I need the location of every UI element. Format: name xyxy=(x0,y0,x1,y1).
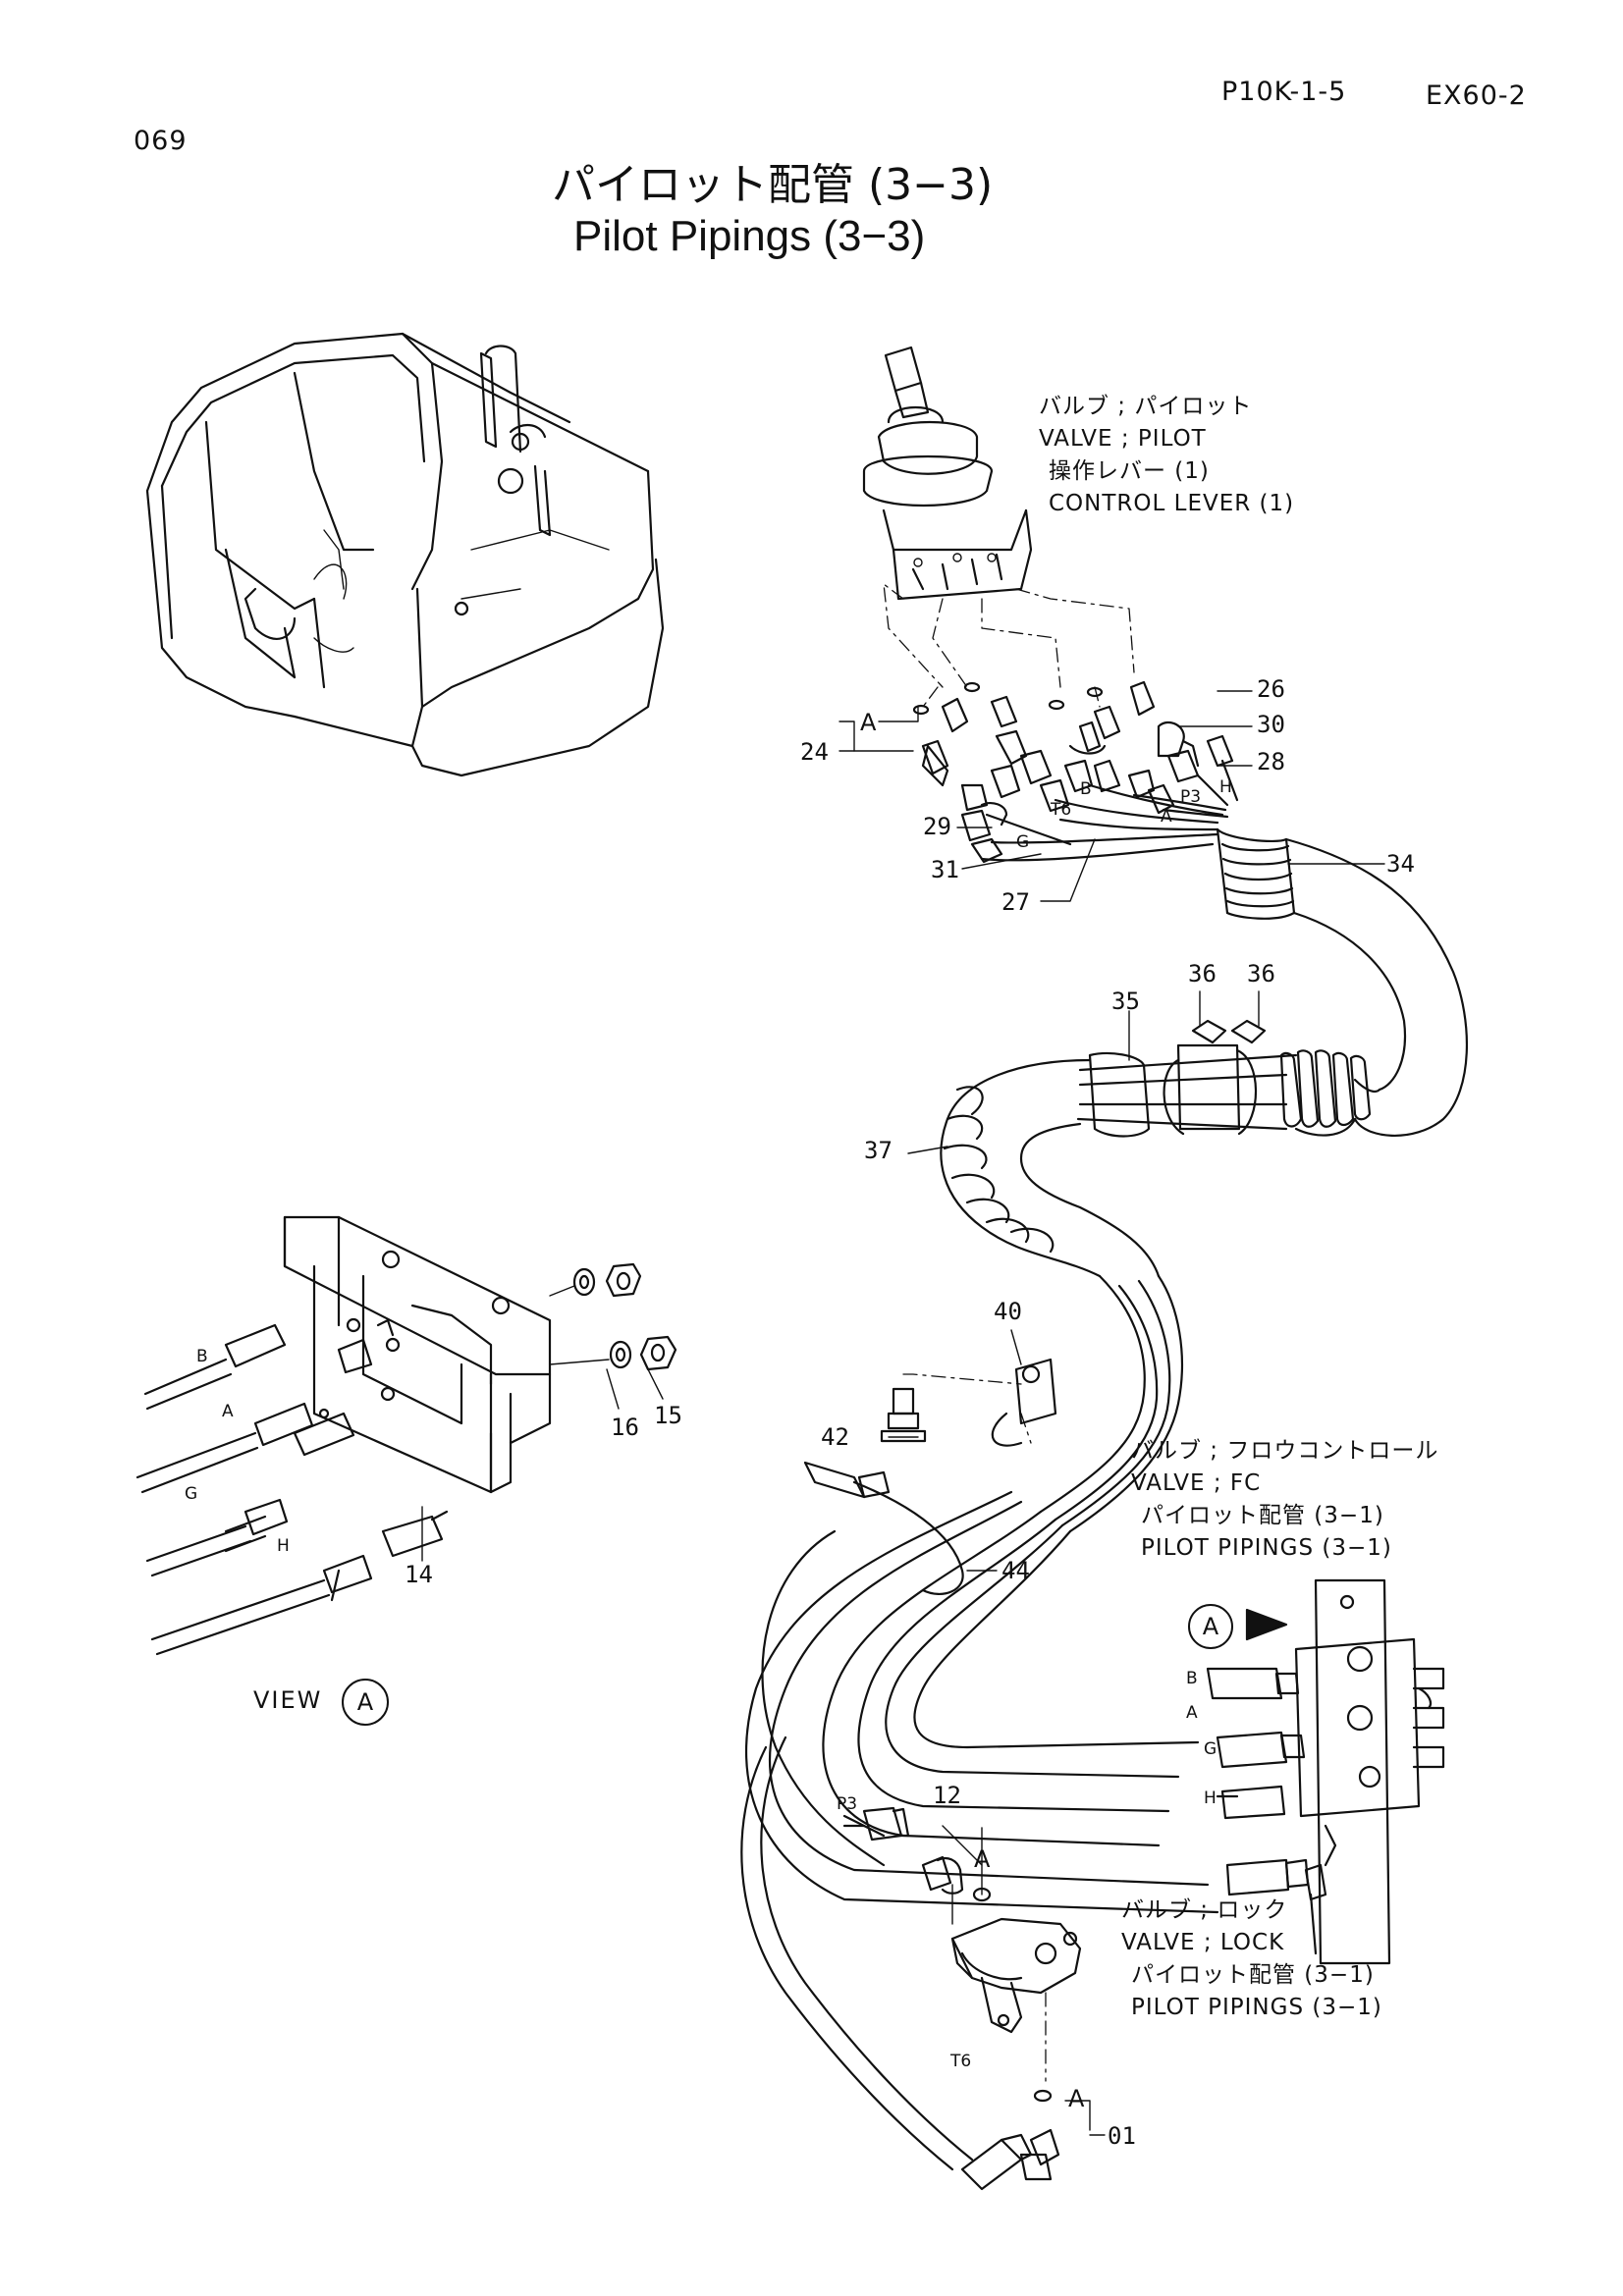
label-fc-g: G xyxy=(1204,1739,1217,1759)
fc-valve-ref-en: PILOT PIPINGS (3−1) xyxy=(1141,1535,1392,1561)
callout-15: 15 xyxy=(654,1402,682,1429)
callout-42: 42 xyxy=(821,1423,849,1451)
view-a-detail xyxy=(135,1215,677,1656)
label-view-a: A xyxy=(222,1402,234,1421)
fc-valve-drawing xyxy=(1206,1578,1445,1965)
page-number: 069 xyxy=(134,126,188,156)
label-view-h: H xyxy=(277,1536,290,1556)
callout-16: 16 xyxy=(611,1414,639,1441)
fc-arrow-letter-circle: A xyxy=(1188,1604,1233,1649)
callout-01: 01 xyxy=(1108,2122,1136,2150)
excavator-cab-sketch xyxy=(145,332,665,777)
pilot-valve-jp: バルブ ; パイロット xyxy=(1039,394,1253,419)
lock-valve-drawing xyxy=(842,1806,1091,2191)
pilot-valve-ref-en: CONTROL LEVER (1) xyxy=(1049,491,1295,516)
label-top-g: G xyxy=(1016,832,1030,852)
lock-valve-ref-en: PILOT PIPINGS (3−1) xyxy=(1131,1995,1382,2020)
title-english: Pilot Pipings (3−3) xyxy=(573,212,926,260)
title-japanese: パイロット配管 (3−3) xyxy=(552,160,994,210)
view-letter-circle: A xyxy=(342,1679,389,1726)
label-lock-p3: P3 xyxy=(837,1794,858,1814)
callout-30: 30 xyxy=(1257,711,1285,738)
pilot-valve-fittings xyxy=(912,680,1239,864)
callout-40: 40 xyxy=(994,1298,1022,1325)
callout-27: 27 xyxy=(1001,888,1030,916)
label-top-a: A xyxy=(860,709,877,736)
model-number: EX60-2 xyxy=(1426,80,1527,111)
callout-12: 12 xyxy=(933,1782,961,1809)
page-code: P10K-1-5 xyxy=(1221,77,1347,107)
label-top-a2: A xyxy=(1161,807,1172,827)
label-fc-a: A xyxy=(1186,1703,1198,1723)
label-top-p3: P3 xyxy=(1180,787,1202,807)
callout-35: 35 xyxy=(1111,988,1140,1015)
fc-valve-note: バルブ ; フロウコントロール VALVE ; FC パイロット配管 (3−1)… xyxy=(1131,1435,1438,1565)
label-lock-a2: A xyxy=(1068,2085,1085,2112)
callout-28: 28 xyxy=(1257,748,1285,775)
label-fc-h: H xyxy=(1204,1789,1217,1808)
callout-24: 24 xyxy=(800,738,829,766)
label-lock-a: A xyxy=(974,1845,991,1873)
fc-valve-en: VALVE ; FC xyxy=(1131,1470,1262,1496)
callout-29: 29 xyxy=(923,813,951,840)
lock-valve-note: バルブ ; ロック VALVE ; LOCK パイロット配管 (3−1) PIL… xyxy=(1121,1895,1382,2024)
callout-37: 37 xyxy=(864,1137,893,1164)
pilot-valve-drawing xyxy=(862,346,1135,708)
fc-valve-ref-jp: パイロット配管 (3−1) xyxy=(1141,1503,1384,1528)
fc-valve-jp: バルブ ; フロウコントロール xyxy=(1131,1438,1439,1464)
callout-36a: 36 xyxy=(1188,960,1217,988)
view-label: VIEW xyxy=(253,1686,323,1714)
lock-valve-ref-jp: パイロット配管 (3−1) xyxy=(1131,1962,1375,1988)
pilot-valve-ref-jp: 操作レバー (1) xyxy=(1049,458,1210,484)
label-view-g: G xyxy=(185,1484,198,1504)
leader-lines xyxy=(421,690,1385,2136)
callout-14: 14 xyxy=(405,1561,433,1588)
label-view-b: B xyxy=(196,1347,208,1366)
label-top-h: H xyxy=(1219,777,1232,797)
callout-26: 26 xyxy=(1257,675,1285,703)
hose-bundle-main xyxy=(740,828,1469,2171)
label-fc-b: B xyxy=(1186,1669,1198,1688)
callout-34: 34 xyxy=(1386,850,1415,878)
label-top-b: B xyxy=(1080,779,1092,799)
lock-valve-en: VALVE ; LOCK xyxy=(1121,1930,1285,1955)
callout-31: 31 xyxy=(931,856,959,883)
pilot-valve-en: VALVE ; PILOT xyxy=(1039,426,1207,452)
callout-36b: 36 xyxy=(1247,960,1275,988)
label-top-t6: T6 xyxy=(1051,800,1072,820)
label-lock-t6: T6 xyxy=(950,2052,972,2071)
callout-44: 44 xyxy=(1001,1557,1030,1584)
pilot-valve-note: バルブ ; パイロット VALVE ; PILOT 操作レバー (1) CONT… xyxy=(1039,391,1294,520)
lock-valve-jp: バルブ ; ロック xyxy=(1121,1897,1288,1923)
